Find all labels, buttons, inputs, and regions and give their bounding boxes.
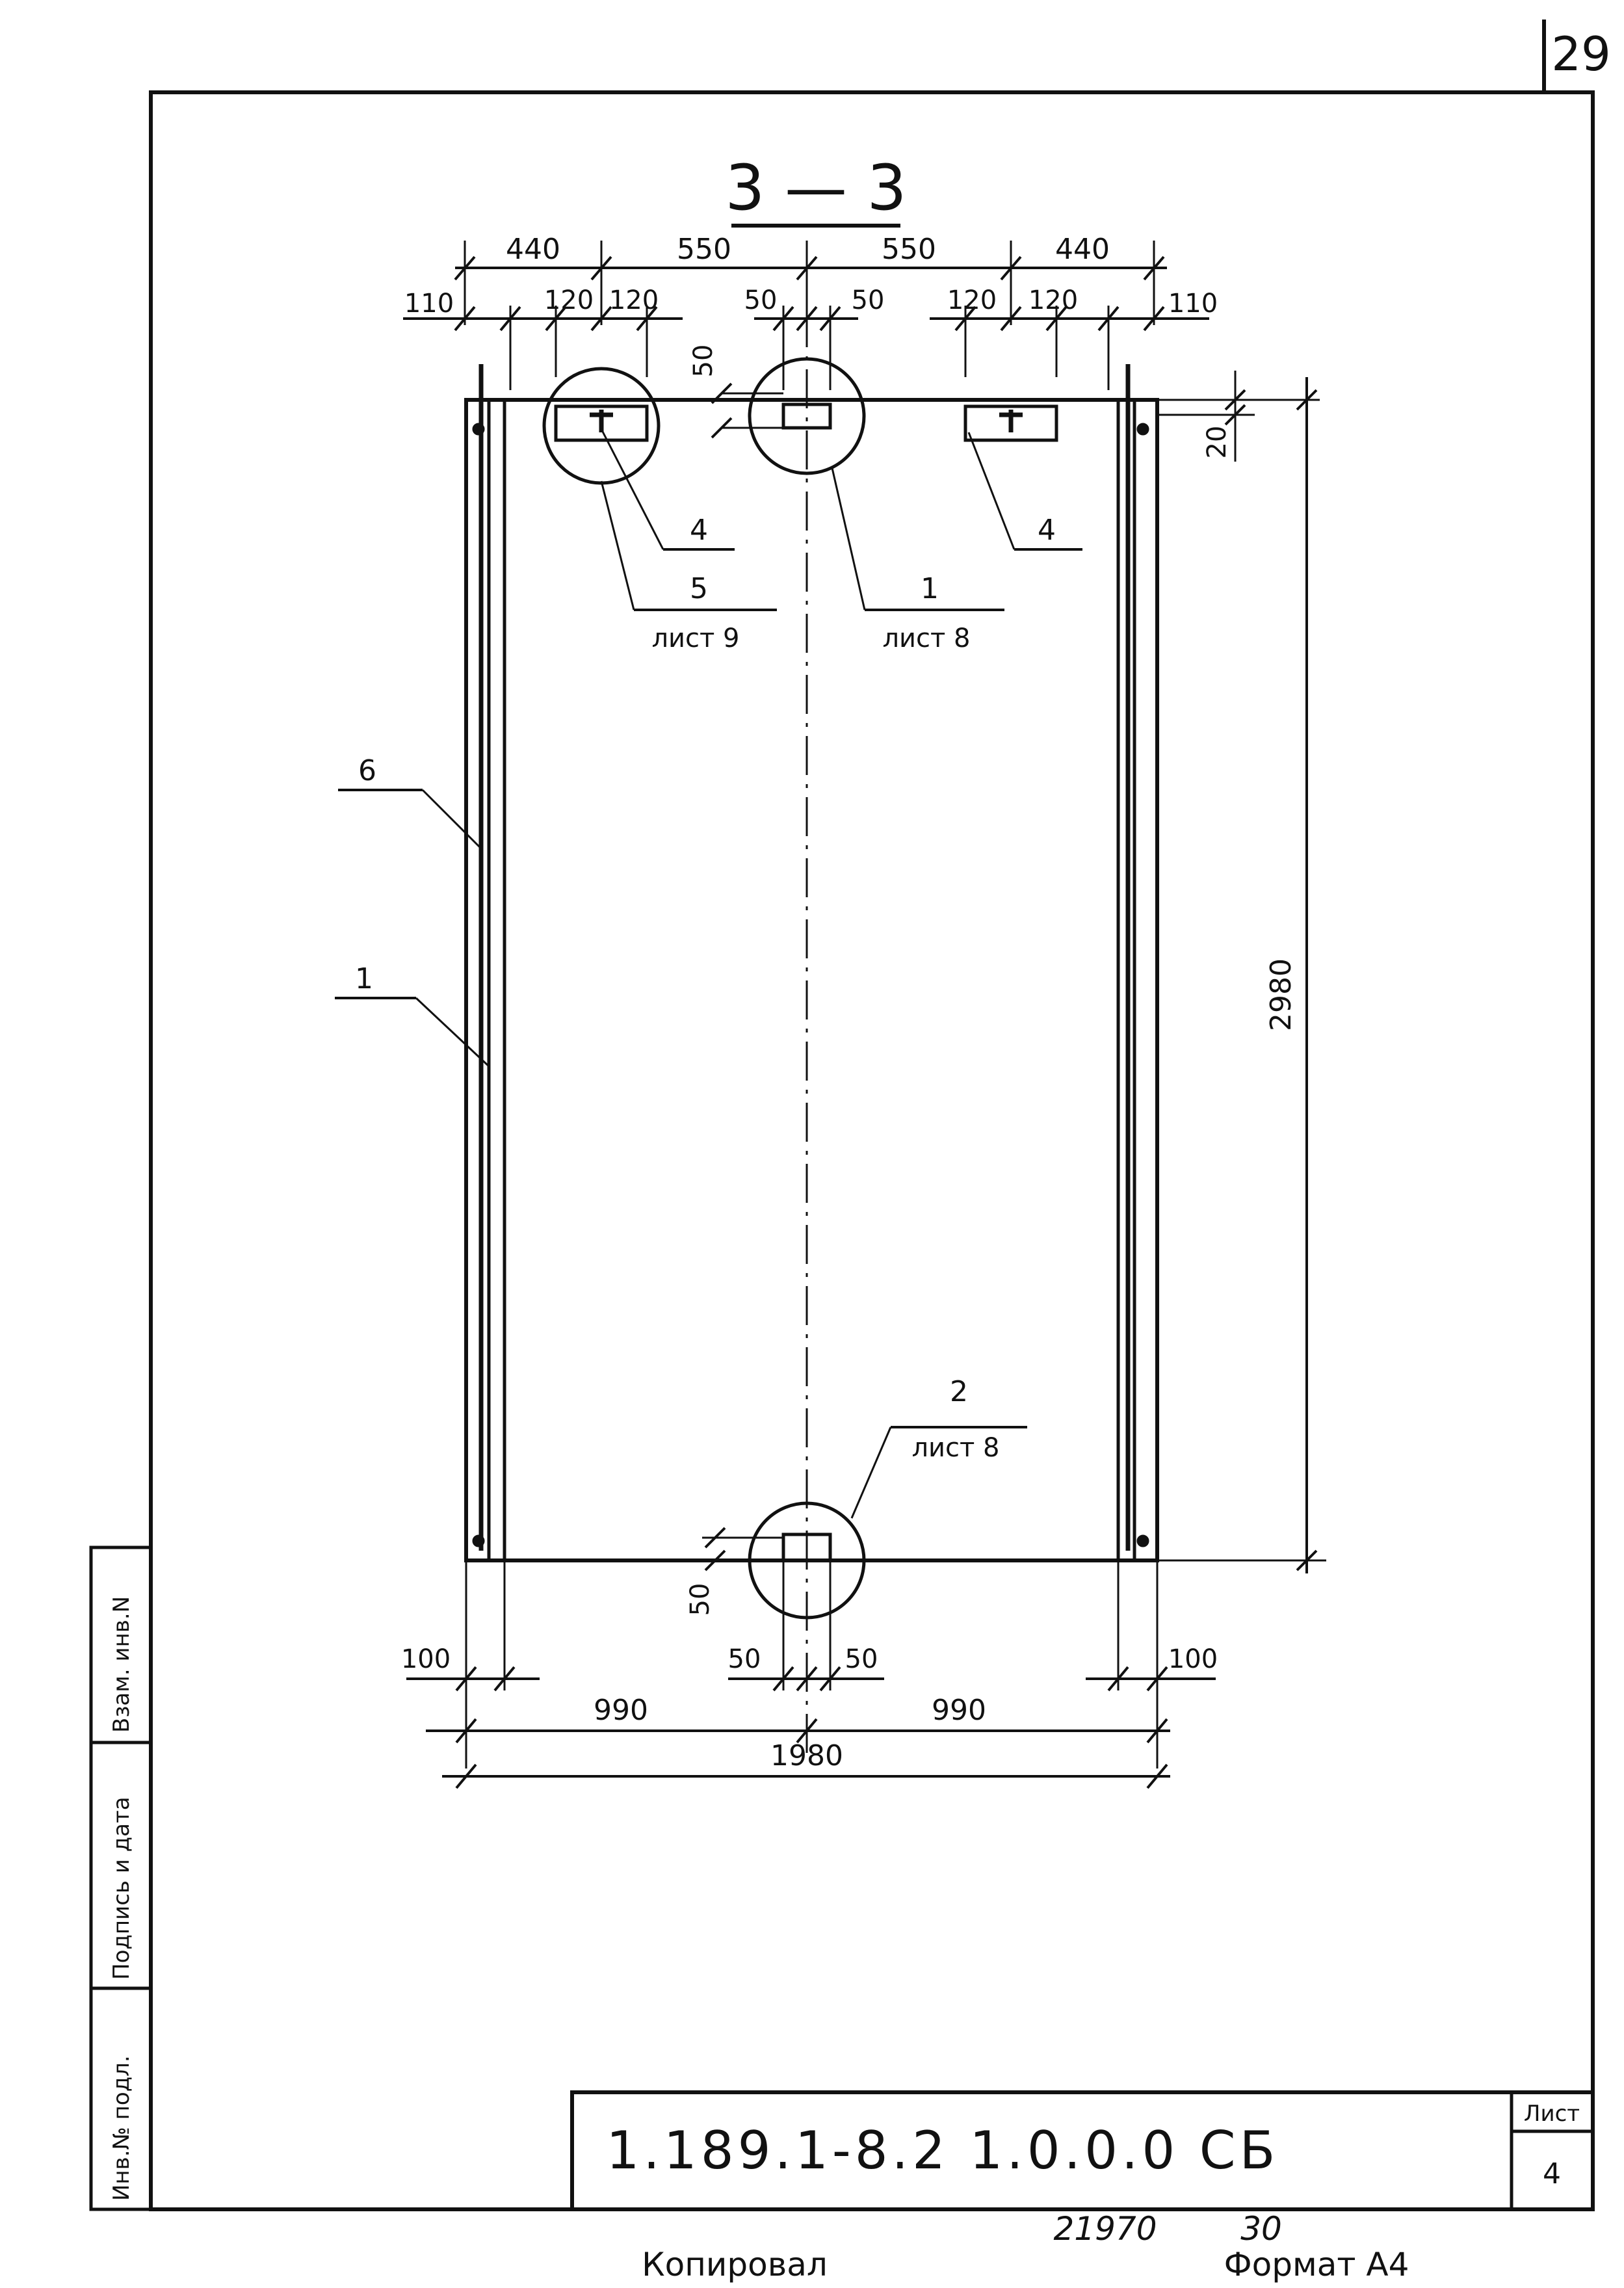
footer-format: Формат А4 <box>1224 2246 1409 2283</box>
document-code: 1.189.1-8.2 1.0.0.0 СБ <box>607 2120 1279 2181</box>
dim-label: 120 <box>1028 285 1078 315</box>
dim-label: 100 <box>401 1644 451 1674</box>
panel-outline <box>464 398 1159 1562</box>
dim-label: 100 <box>1168 1644 1218 1674</box>
dim-label: 50 <box>728 1644 761 1674</box>
dim-label: 990 <box>594 1694 648 1727</box>
dim-label: 50 <box>845 1644 878 1674</box>
top-right-insert <box>963 404 1058 442</box>
dim-label: 20 <box>1202 426 1232 459</box>
dim-label: 120 <box>544 285 594 315</box>
side-stamp-frame <box>89 1545 153 2211</box>
anchor-dot <box>1136 1534 1149 1547</box>
dim-label: 110 <box>1168 289 1218 319</box>
dim-label: 550 <box>677 233 731 266</box>
footer-copied: Копировал <box>642 2246 828 2283</box>
footer-number-1: 21970 <box>1053 2210 1157 2248</box>
dim-label: 2980 <box>1264 958 1298 1031</box>
outer-frame <box>149 90 1595 2211</box>
anchor-dot <box>472 1534 485 1547</box>
leader-4-left <box>600 428 664 550</box>
title-block-frame <box>570 2090 1595 2211</box>
section-title: 3 — 3 <box>725 151 906 224</box>
top-left-insert <box>554 404 649 442</box>
detail-circle-1 <box>748 357 866 475</box>
leader-2 <box>850 1427 892 1519</box>
stamp-replace-label: Взам. инв.N <box>109 1596 135 1733</box>
footer-number-2: 30 <box>1240 2210 1282 2248</box>
dim-label: 120 <box>947 285 997 315</box>
leader-5 <box>600 480 635 611</box>
leader-1-top <box>831 467 866 611</box>
sheet-number: 4 <box>1543 2157 1561 2190</box>
dim-label: 1980 <box>770 1739 843 1772</box>
anchor-dot <box>1136 423 1149 436</box>
callout-label: 1 <box>355 962 373 995</box>
dim-label: 50 <box>688 345 718 378</box>
dim-label: 50 <box>744 285 778 315</box>
callout-label: 1 <box>921 572 939 605</box>
sheet-label: Лист <box>1524 2101 1580 2127</box>
dim-label: 120 <box>609 285 659 315</box>
stamp-inv-label: Инв.№ подл. <box>109 2055 135 2201</box>
dim-label: 50 <box>685 1583 715 1616</box>
callout-label: 2 <box>950 1375 968 1408</box>
callout-sheet: лист 8 <box>882 624 970 653</box>
callout-sheet: лист 9 <box>651 624 739 653</box>
bottom-center-notch <box>781 1532 832 1562</box>
dim-label: 440 <box>506 233 560 266</box>
top-center-notch <box>781 402 832 430</box>
callout-sheet: лист 8 <box>911 1433 999 1463</box>
callout-label: 4 <box>1038 514 1056 547</box>
dim-label: 440 <box>1055 233 1110 266</box>
callout-label: 6 <box>358 754 376 787</box>
callout-label: 4 <box>690 514 708 547</box>
callout-label: 5 <box>690 572 708 605</box>
dim-label: 990 <box>932 1694 986 1727</box>
stamp-sign-label: Подпись и дата <box>109 1796 135 1980</box>
dim-label: 50 <box>852 285 885 315</box>
dim-label: 110 <box>404 289 454 319</box>
page-number: 29 <box>1551 27 1611 81</box>
dim-label: 550 <box>882 233 936 266</box>
anchor-dot <box>472 423 485 436</box>
leader-4-right <box>967 432 1015 550</box>
